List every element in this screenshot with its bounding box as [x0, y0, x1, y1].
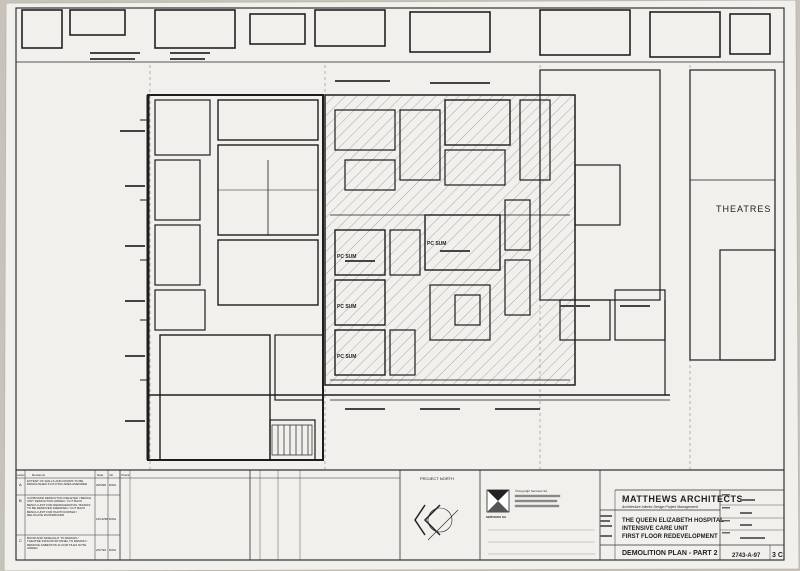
rev-header-init: Init — [109, 473, 113, 477]
plan-annotations — [90, 52, 650, 422]
theatres-label: THEATRES — [716, 204, 771, 214]
pc-sum-label: PC SUM — [337, 354, 356, 360]
services-sa-logo-icon — [486, 489, 510, 513]
project-north-label: PROJECT NORTH — [420, 476, 454, 481]
title-strip — [16, 469, 784, 560]
rev-letter: A — [19, 482, 22, 487]
north-arrow: PROJECT NORTH — [414, 476, 459, 541]
drawing-number: 2743-A-97 — [732, 553, 761, 559]
floor-plan — [140, 65, 776, 470]
title-block: MATTHEWS ARCHITECTS Architecture Interio… — [600, 494, 783, 559]
pc-sum-label: PC SUM — [337, 254, 356, 260]
services-copyright: ©Copyright Services SA — [515, 489, 547, 493]
rev-header-letter: Letter — [17, 473, 25, 477]
project-line-3: FIRST FLOOR REDEVELOPMENT — [622, 534, 718, 540]
north-arrow-icon — [414, 504, 459, 541]
table-row: B CUPBOARD DEMOLITION DELETED / BENCH UN… — [19, 497, 116, 521]
table-row: A EXTENT OF WALLS AND DOORS TO BE DEMOLI… — [19, 480, 116, 487]
rev-text: EXTENT OF WALLS AND DOORS TO BE DEMOLISH… — [27, 480, 88, 487]
rev-header-revisions: Revisions — [32, 473, 46, 477]
pc-sum-label: PC SUM — [337, 304, 356, 310]
rev-init: DWH — [109, 517, 116, 521]
rev-date: 2/07/99 — [96, 548, 106, 552]
revisions-headers: Letter Revisions Date Init Check — [17, 473, 130, 477]
rev-text: BOOR AND SIDELIGHT TO REMAIN / THEATRE I… — [27, 537, 88, 551]
project-line-1: THE QUEEN ELIZABETH HOSPITAL — [622, 518, 724, 524]
services-sa-block: SERVICES SA ©Copyright Services SA — [486, 489, 595, 555]
rev-header-check: Check — [121, 473, 130, 477]
rev-date: 29/6/98 — [96, 483, 106, 487]
rev-text: CUPBOARD DEMOLITION DELETED / BENCH UNIT… — [27, 497, 92, 518]
top-existing-walls — [16, 9, 784, 63]
revisions-table: A EXTENT OF WALLS AND DOORS TO BE DEMOLI… — [19, 480, 116, 552]
rev-init: DWH — [109, 548, 116, 552]
rev-letter: B — [19, 498, 22, 503]
rev-letter: C — [19, 538, 22, 543]
firm-name: MATTHEWS ARCHITECTS — [622, 494, 743, 504]
revision-mark: 3 C — [772, 552, 783, 559]
services-sa-name: SERVICES SA — [486, 515, 507, 519]
table-row: C BOOR AND SIDELIGHT TO REMAIN / THEATRE… — [19, 537, 116, 552]
pc-sum-label: PC SUM — [427, 241, 446, 247]
project-line-2: INTENSIVE CARE UNIT — [622, 526, 688, 532]
rev-header-date: Date — [97, 473, 104, 477]
rev-init: DWH — [109, 483, 116, 487]
firm-services: Architecture Interior Design Project Man… — [621, 505, 699, 509]
rev-date: 16/12/98 — [96, 517, 108, 521]
sheet-title: DEMOLITION PLAN - PART 2 — [622, 550, 718, 557]
